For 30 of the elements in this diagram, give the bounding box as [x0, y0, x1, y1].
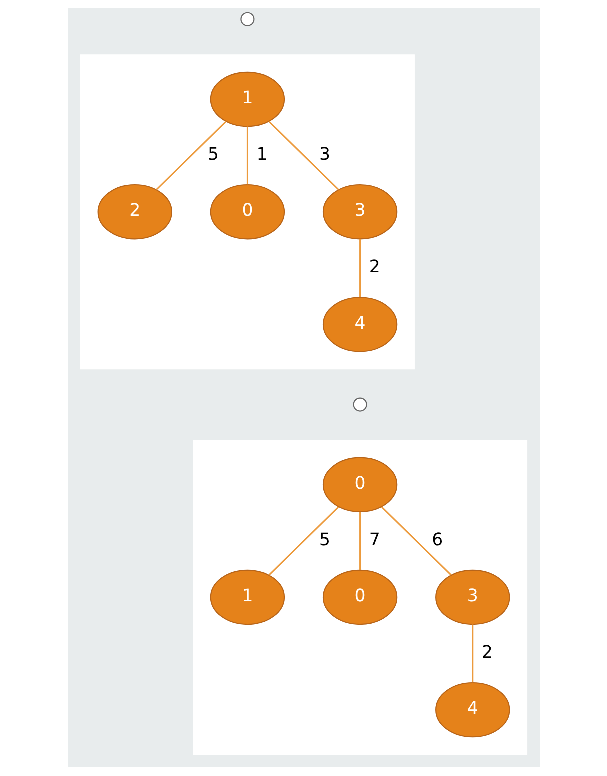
- edge-label: 5: [208, 144, 219, 165]
- node-ellipse: 0: [210, 184, 285, 240]
- node-ellipse: 0: [322, 570, 398, 626]
- edge-label: 6: [432, 530, 443, 550]
- node-ellipse: 2: [97, 184, 172, 240]
- edge-label: 3: [319, 144, 330, 165]
- edge-label: 2: [368, 257, 380, 278]
- edge-label: 1: [256, 144, 268, 165]
- connector: [268, 121, 339, 190]
- cluster: [80, 54, 414, 370]
- node-ellipse: 3: [435, 570, 510, 626]
- connector: [380, 506, 452, 576]
- edge-label: 7: [368, 530, 380, 550]
- node-circle: [352, 398, 367, 412]
- connector: [268, 506, 339, 576]
- cluster: [192, 440, 528, 755]
- edge-label: 5: [319, 530, 330, 550]
- node-ellipse: 4: [322, 297, 398, 352]
- connector: [472, 624, 474, 683]
- node-circle: [240, 12, 254, 26]
- connector: [246, 126, 248, 185]
- edge-label: 2: [481, 642, 492, 663]
- connector: [359, 512, 361, 570]
- node-ellipse: 4: [435, 682, 510, 738]
- node-ellipse: 1: [210, 72, 285, 128]
- connector: [156, 121, 226, 190]
- node-ellipse: 0: [322, 457, 398, 512]
- node-ellipse: 3: [322, 184, 398, 240]
- connector: [359, 239, 361, 298]
- node-ellipse: 1: [210, 570, 285, 626]
